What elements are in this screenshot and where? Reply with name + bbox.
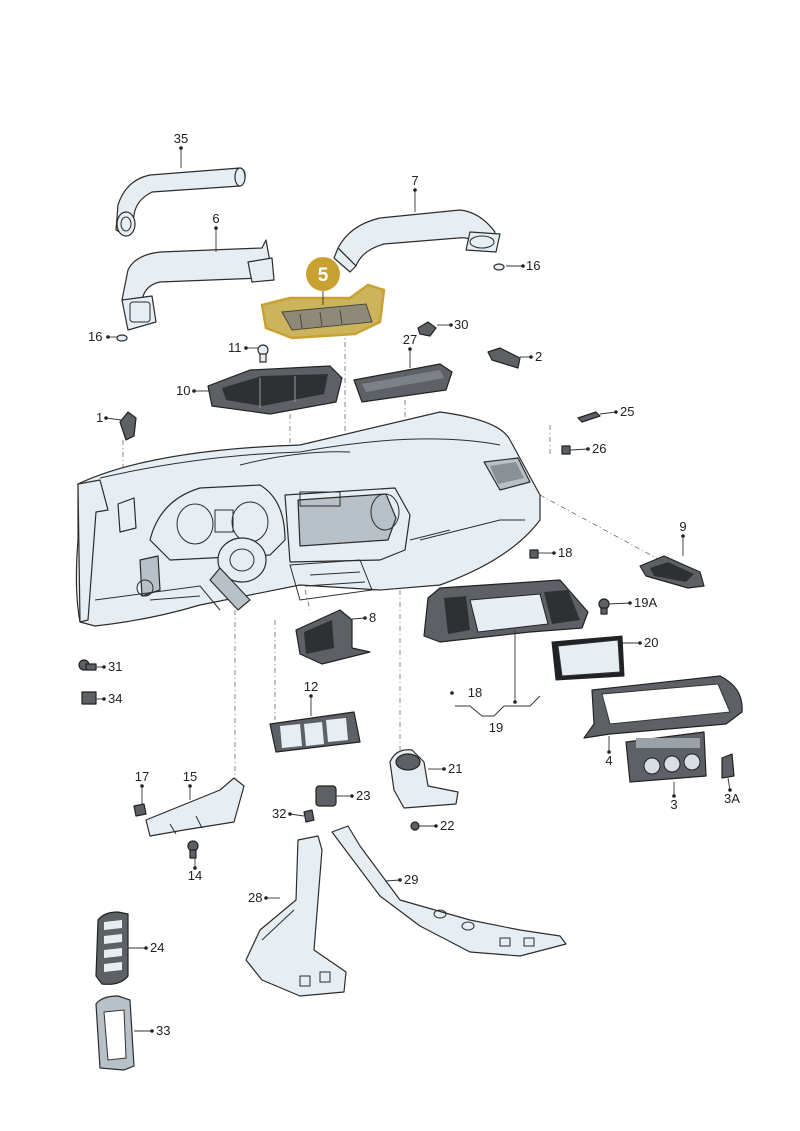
- callout-label[interactable]: 27: [403, 332, 417, 347]
- trim-panel-27[interactable]: [353, 363, 453, 403]
- callout-label[interactable]: 16: [526, 258, 540, 273]
- plug-23[interactable]: [315, 785, 337, 807]
- callout-label[interactable]: 24: [150, 940, 164, 955]
- callout-label[interactable]: 10: [176, 383, 190, 398]
- connector-31[interactable]: [78, 659, 97, 671]
- callout-label[interactable]: 19: [489, 720, 503, 735]
- clip-16-left[interactable]: [116, 334, 128, 342]
- air-vent-10[interactable]: [207, 365, 343, 415]
- highlight-callout-5[interactable]: 5: [306, 257, 340, 291]
- callout-label[interactable]: 34: [108, 691, 122, 706]
- clip-30[interactable]: [417, 321, 437, 337]
- callout-label[interactable]: 15: [183, 769, 197, 784]
- callout-label[interactable]: 29: [404, 872, 418, 887]
- callout-label[interactable]: 32: [272, 806, 286, 821]
- callout-label[interactable]: 9: [679, 519, 686, 534]
- callout-label[interactable]: 2: [535, 349, 542, 364]
- callout-label[interactable]: 21: [448, 761, 462, 776]
- callout-label[interactable]: 18: [468, 685, 482, 700]
- air-duct-29[interactable]: [331, 825, 567, 957]
- callout-label[interactable]: 12: [304, 679, 318, 694]
- callout-label[interactable]: 6: [212, 211, 219, 226]
- callout-label[interactable]: 3A: [724, 791, 740, 806]
- callout-label[interactable]: 33: [156, 1023, 170, 1038]
- highlight-badge-circle: [306, 257, 340, 291]
- screw-11[interactable]: [257, 344, 269, 363]
- connector-34[interactable]: [81, 691, 97, 705]
- speaker-grille-1[interactable]: [119, 411, 137, 441]
- air-vent-8[interactable]: [295, 609, 371, 665]
- center-vent-housing-5[interactable]: [260, 283, 386, 340]
- callout-label[interactable]: 4: [605, 753, 612, 768]
- dashboard-body: [75, 411, 541, 627]
- callout-label[interactable]: 7: [411, 173, 418, 188]
- air-duct-7[interactable]: [333, 209, 501, 273]
- callout-label[interactable]: 31: [108, 659, 122, 674]
- center-vent-frame-19[interactable]: [423, 579, 589, 643]
- callout-label[interactable]: 16: [88, 329, 102, 344]
- callout-label[interactable]: 3: [670, 797, 677, 812]
- air-duct-15[interactable]: [145, 777, 245, 837]
- clip-16-right[interactable]: [493, 263, 505, 271]
- screw-22[interactable]: [410, 821, 420, 831]
- clip-26[interactable]: [561, 445, 571, 455]
- air-duct-6[interactable]: [121, 239, 275, 331]
- clip-18[interactable]: [529, 549, 539, 559]
- callout-label[interactable]: 14: [188, 868, 202, 883]
- callout-label[interactable]: 1: [96, 410, 103, 425]
- clip-32[interactable]: [303, 809, 315, 823]
- screw-14[interactable]: [187, 840, 199, 859]
- clip-17[interactable]: [133, 803, 147, 817]
- callout-label[interactable]: 25: [620, 404, 634, 419]
- callout-label[interactable]: 8: [369, 610, 376, 625]
- climate-panel-3[interactable]: [625, 731, 707, 783]
- callout-labels: 35 7 6 16 16 30 11 27 2 10 1 25 26 9 18 …: [88, 131, 740, 1038]
- callout-label[interactable]: 30: [454, 317, 468, 332]
- switch-3A[interactable]: [721, 753, 735, 779]
- callout-label[interactable]: 22: [440, 818, 454, 833]
- callout-label[interactable]: 28: [248, 890, 262, 905]
- callout-label[interactable]: 11: [228, 340, 242, 355]
- leader-lines: [96, 146, 732, 1033]
- air-vent-9[interactable]: [639, 555, 705, 589]
- screw-25[interactable]: [577, 411, 601, 423]
- callout-label[interactable]: 18: [558, 545, 572, 560]
- air-duct-21[interactable]: [389, 749, 459, 809]
- callout-label[interactable]: 35: [174, 131, 188, 146]
- callout-label[interactable]: 23: [356, 788, 370, 803]
- air-duct-28[interactable]: [245, 835, 347, 997]
- cover-33[interactable]: [95, 995, 135, 1071]
- callout-label[interactable]: 17: [135, 769, 149, 784]
- air-duct-35[interactable]: [115, 167, 246, 237]
- vent-grille-24[interactable]: [95, 911, 129, 985]
- trim-2[interactable]: [487, 347, 521, 369]
- callout-label[interactable]: 20: [644, 635, 658, 650]
- highlight-badge-label: 5: [318, 265, 329, 286]
- callout-label[interactable]: 26: [592, 441, 606, 456]
- display-frame-4[interactable]: [583, 675, 743, 739]
- screw-19A[interactable]: [598, 598, 610, 615]
- callout-label[interactable]: 19A: [634, 595, 657, 610]
- display-20[interactable]: [551, 635, 625, 681]
- trim-panel-12[interactable]: [269, 711, 361, 753]
